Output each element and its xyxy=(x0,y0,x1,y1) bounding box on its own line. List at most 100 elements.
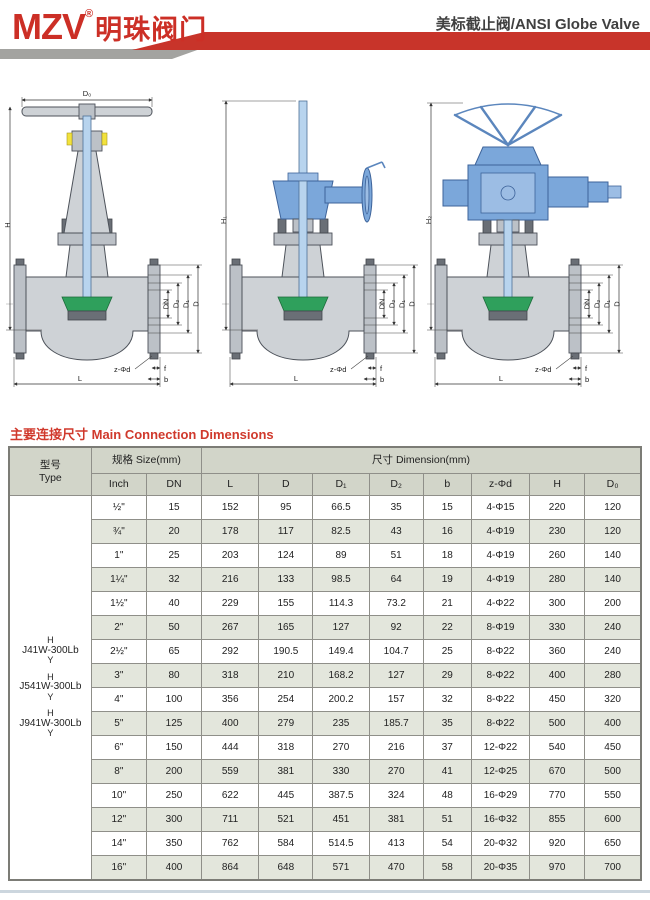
table-cell: 32 xyxy=(422,687,472,712)
table-cell: 50 xyxy=(145,615,203,640)
table-cell: 12-Φ25 xyxy=(470,759,531,784)
section-title: 主要连接尺寸 Main Connection Dimensions xyxy=(10,427,274,442)
table-cell: 229 xyxy=(201,591,260,616)
page-title: 美标截止阀/ANSI Globe Valve xyxy=(435,16,640,33)
table-cell: 762 xyxy=(201,831,260,856)
table-cell: 157 xyxy=(368,687,424,712)
table-cell: 254 xyxy=(258,687,314,712)
dim-label-d1: D₁ xyxy=(397,300,406,308)
dim-label-d: D xyxy=(407,301,416,307)
table-cell: 8-Φ22 xyxy=(470,711,531,736)
table-cell: 864 xyxy=(201,855,260,881)
table-cell: 18 xyxy=(422,543,472,568)
header-col-b: b xyxy=(422,473,472,496)
dim-label-d1: D₁ xyxy=(603,300,612,308)
table-cell: 5" xyxy=(90,711,147,736)
table-cell: 360 xyxy=(529,639,586,664)
table-cell: 584 xyxy=(258,831,314,856)
dim-label-f: f xyxy=(164,364,167,373)
header-col-zpd: z-Φd xyxy=(470,473,531,496)
table-cell: 149.4 xyxy=(312,639,370,664)
table-cell: 10" xyxy=(90,783,147,808)
dim-label-zpd: z-Φd xyxy=(330,365,346,374)
table-cell: 540 xyxy=(529,735,586,760)
dim-label-d2: D₂ xyxy=(387,300,396,308)
table-cell: 168.2 xyxy=(312,663,370,688)
dim-label-f: f xyxy=(380,364,383,373)
dim-label-h: H xyxy=(3,222,12,227)
table-cell: 444 xyxy=(201,735,260,760)
header-size-group: 规格 Size(mm) xyxy=(90,446,203,474)
table-cell: 14" xyxy=(90,831,147,856)
dim-label-l: L xyxy=(499,374,503,383)
header-col-dn: DN xyxy=(145,473,203,496)
table-cell: 210 xyxy=(258,663,314,688)
table-cell: 16-Φ32 xyxy=(470,807,531,832)
header-type: 型号 Type xyxy=(8,446,92,496)
table-cell: 413 xyxy=(368,831,424,856)
table-cell: 150 xyxy=(145,735,203,760)
table-cell: 64 xyxy=(368,567,424,592)
logo-chinese-text: 明珠阀门 xyxy=(95,15,208,45)
table-cell: 381 xyxy=(258,759,314,784)
table-cell: 400 xyxy=(201,711,260,736)
table-cell: 920 xyxy=(529,831,586,856)
table-cell: 200 xyxy=(145,759,203,784)
table-cell: 203 xyxy=(201,543,260,568)
table-cell: 650 xyxy=(584,831,642,856)
table-cell: 324 xyxy=(368,783,424,808)
table-cell: 16 xyxy=(422,519,472,544)
electric-actuator xyxy=(442,103,622,233)
table-cell: 8" xyxy=(90,759,147,784)
table-cell: 15 xyxy=(145,495,203,520)
footer-divider xyxy=(0,890,650,893)
valve-drawing-bevel-gear: H₁ DN D₂ D₁ D z-Φd f b xyxy=(219,100,418,387)
table-cell: 92 xyxy=(368,615,424,640)
table-cell: 4-Φ19 xyxy=(470,519,531,544)
table-cell: 514.5 xyxy=(312,831,370,856)
table-cell: 8-Φ22 xyxy=(470,639,531,664)
table-cell: 318 xyxy=(201,663,260,688)
table-cell: 450 xyxy=(584,735,642,760)
table-cell: 279 xyxy=(258,711,314,736)
dimension-table: 型号 Type 规格 Size(mm) 尺寸 Dimension(mm) Inc… xyxy=(8,446,642,881)
table-cell: 270 xyxy=(312,735,370,760)
table-cell: 8-Φ22 xyxy=(470,687,531,712)
table-cell: 250 xyxy=(145,783,203,808)
header-type-cn: 型号 xyxy=(39,458,61,471)
table-cell: 381 xyxy=(368,807,424,832)
table-cell: 16-Φ29 xyxy=(470,783,531,808)
table-cell: 622 xyxy=(201,783,260,808)
header-col-d2: D₂ xyxy=(368,473,424,496)
table-cell: 216 xyxy=(368,735,424,760)
table-cell: 35 xyxy=(368,495,424,520)
table-cell: 387.5 xyxy=(312,783,370,808)
dim-label-zpd: z-Φd xyxy=(535,365,551,374)
table-cell: 165 xyxy=(258,615,314,640)
table-cell: 127 xyxy=(312,615,370,640)
table-cell: 500 xyxy=(584,759,642,784)
table-cell: 178 xyxy=(201,519,260,544)
dim-label-dn: DN xyxy=(162,299,171,310)
valve-drawing-electric: H₂ DN D₂ D₁ D z-Φd f b xyxy=(424,102,623,387)
bevel-gear-operator xyxy=(271,100,386,233)
table-cell: 190.5 xyxy=(258,639,314,664)
registered-mark: ® xyxy=(85,8,94,20)
dim-label-dn: DN xyxy=(583,299,592,310)
table-cell: 280 xyxy=(529,567,586,592)
table-cell: 240 xyxy=(584,615,642,640)
valve-drawings: D₀ H DN D₂ D₁ D z-Φd f xyxy=(0,85,650,400)
brand-logo: MZV®明珠阀门 xyxy=(12,6,207,48)
table-cell: 20-Φ32 xyxy=(470,831,531,856)
table-cell: 350 xyxy=(145,831,203,856)
table-cell: 356 xyxy=(201,687,260,712)
table-cell: 400 xyxy=(584,711,642,736)
dimension-lines: H₁ DN D₂ D₁ D z-Φd f b xyxy=(219,100,418,387)
table-cell: 21 xyxy=(422,591,472,616)
